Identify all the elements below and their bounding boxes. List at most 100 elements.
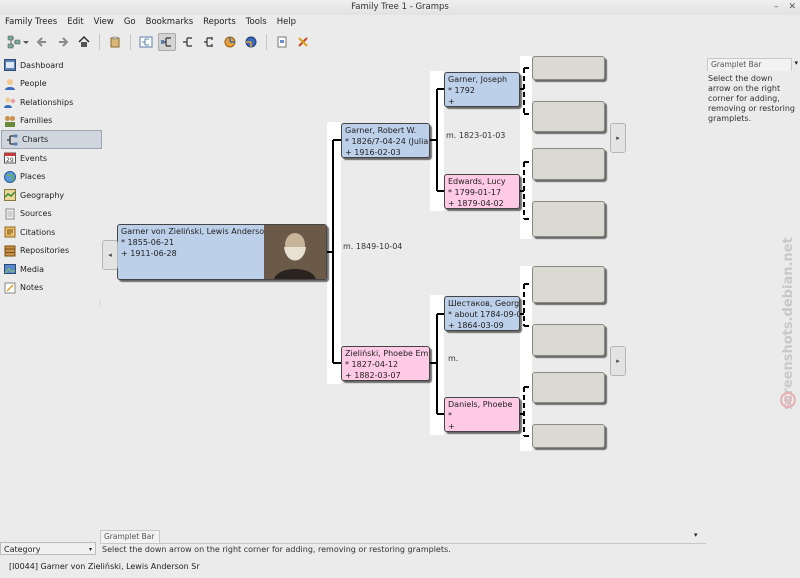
person-death: + 1864-03-09 — [448, 321, 504, 330]
category-dropdown[interactable]: Category ▾ — [0, 542, 96, 555]
menu-go[interactable]: Go — [123, 17, 136, 27]
fan-chart-button[interactable] — [200, 33, 218, 51]
fan-ancestor-button[interactable] — [221, 33, 239, 51]
tree-view-button[interactable] — [158, 33, 176, 51]
person-box-paternal-grandmother[interactable]: Edwards, Lucy * 1799-01-17 + 1879-04-02 — [444, 174, 520, 209]
person-box-maternal-grandmother[interactable]: Daniels, Phoebe * + — [444, 397, 520, 432]
window-title: Family Tree 1 - Gramps — [351, 2, 449, 12]
chevron-down-icon[interactable]: ▾ — [694, 531, 698, 539]
fan-descendant-button[interactable] — [242, 33, 260, 51]
descendant-view-button[interactable] — [179, 33, 197, 51]
gramplet-tab-label: Gramplet Bar — [104, 532, 155, 541]
fan-icon — [224, 36, 236, 48]
person-birth: * about 1784-09-00 — [448, 310, 520, 319]
pedigree-view-button[interactable] — [137, 33, 155, 51]
citations-icon — [4, 226, 16, 238]
forward-button[interactable] — [54, 33, 72, 51]
fan-descendant-icon — [245, 36, 257, 48]
navigate-ancestors-button[interactable]: ▸ — [610, 346, 626, 376]
empty-person-box[interactable] — [532, 424, 605, 448]
person-box-maternal-grandfather[interactable]: Шестаков, George * about 1784-09-00 + 18… — [444, 296, 520, 331]
menu-family-trees[interactable]: Family Trees — [5, 17, 58, 27]
note-icon — [277, 36, 287, 48]
sidebar-item-repositories[interactable]: Repositories — [0, 242, 101, 261]
sidebar-item-dashboard[interactable]: Dashboard — [0, 56, 101, 75]
sidebar-item-label: Dashboard — [20, 60, 64, 70]
title-bar: Family Tree 1 - Gramps – ✕ — [0, 0, 800, 15]
sidebar-item-media[interactable]: Media — [0, 260, 101, 279]
person-box-paternal-grandfather[interactable]: Garner, Joseph * 1792 + — [444, 72, 520, 107]
person-name: Edwards, Lucy — [448, 177, 506, 186]
sidebar-item-label: Events — [20, 153, 48, 163]
minimize-icon[interactable]: – — [773, 2, 779, 12]
empty-person-box[interactable] — [532, 56, 605, 80]
menu-help[interactable]: Help — [276, 17, 297, 27]
sidebar-item-sources[interactable]: Sources — [0, 205, 101, 224]
menu-tools[interactable]: Tools — [245, 17, 267, 27]
person-name: Garner, Joseph — [448, 75, 508, 84]
navigator-sidebar: Dashboard People Relationships Families … — [0, 56, 103, 540]
sidebar-item-places[interactable]: Places — [0, 168, 101, 187]
person-name: Daniels, Phoebe — [448, 400, 513, 409]
person-box-father[interactable]: Garner, Robert W. * 1826/7-04-24 (Julian… — [341, 123, 430, 158]
empty-person-box[interactable] — [532, 201, 605, 237]
svg-text:29: 29 — [6, 157, 14, 164]
empty-person-box[interactable] — [532, 324, 605, 356]
navigate-child-button[interactable]: ◂ — [102, 240, 118, 270]
note-button[interactable] — [273, 33, 291, 51]
empty-person-box[interactable] — [532, 101, 605, 132]
marriage-label: m. 1823-01-03 — [446, 131, 506, 140]
pedigree-icon — [139, 36, 153, 48]
person-death: + 1916-02-03 — [345, 148, 401, 157]
close-icon[interactable]: ✕ — [788, 2, 796, 12]
empty-person-box[interactable] — [532, 266, 605, 303]
gramplet-tab[interactable]: Gramplet Bar — [707, 58, 792, 71]
person-death: + — [448, 97, 455, 106]
tools-button[interactable] — [294, 33, 312, 51]
menu-view[interactable]: View — [93, 17, 114, 27]
sidebar-item-label: Notes — [20, 283, 44, 293]
gramplet-tab[interactable]: Gramplet Bar — [100, 530, 160, 543]
dashboard-icon — [4, 59, 16, 72]
tools-icon — [298, 37, 308, 47]
sidebar-item-charts[interactable]: Charts — [1, 130, 102, 149]
empty-person-box[interactable] — [532, 148, 605, 180]
toolbar — [0, 31, 800, 53]
person-birth: * 1792 — [448, 86, 475, 95]
chart-lines — [327, 56, 532, 451]
sidebar-item-relationships[interactable]: Relationships — [0, 93, 101, 112]
status-text: [I0044] Garner von Zieliński, Lewis Ande… — [9, 562, 200, 571]
menu-edit[interactable]: Edit — [67, 17, 84, 27]
sidebar-item-citations[interactable]: Citations — [0, 223, 101, 242]
family-trees-button[interactable] — [6, 33, 30, 51]
sidebar-item-notes[interactable]: Notes — [0, 279, 101, 298]
pane-resize-handle[interactable]: ⋮ — [97, 300, 103, 307]
sidebar-item-label: Repositories — [20, 246, 70, 256]
sidebar-item-label: Places — [20, 172, 46, 182]
sidebar-item-events[interactable]: 29 Events — [0, 149, 101, 168]
navigate-ancestors-button[interactable]: ▸ — [610, 123, 626, 153]
sidebar-item-people[interactable]: People — [0, 75, 101, 94]
person-birth: * 1826/7-04-24 (Julian) — [345, 137, 430, 146]
menu-bookmarks[interactable]: Bookmarks — [145, 17, 194, 27]
empty-person-box[interactable] — [532, 372, 605, 403]
clipboard-button[interactable] — [106, 33, 124, 51]
menu-reports[interactable]: Reports — [203, 17, 236, 27]
sidebar-item-families[interactable]: Families — [0, 112, 101, 131]
gramplet-help-text: Select the down arrow on the right corne… — [100, 543, 706, 556]
gramplet-tab-label: Gramplet Bar — [711, 60, 762, 69]
places-icon — [4, 170, 16, 183]
geography-icon — [4, 189, 16, 202]
chevron-down-icon[interactable]: ▾ — [794, 59, 798, 67]
bottom-gramplet-bar: Gramplet Bar ▾ Category ▾ Select the dow… — [0, 530, 800, 558]
person-box-root[interactable]: Garner von Zieliński, Lewis Anderson Sr … — [117, 224, 327, 280]
home-button[interactable] — [75, 33, 93, 51]
toolbar-separator — [130, 34, 131, 50]
marriage-label: m. — [448, 354, 459, 363]
sidebar-item-geography[interactable]: Geography — [0, 186, 101, 205]
tree-view-icon — [161, 37, 171, 47]
back-button[interactable] — [33, 33, 51, 51]
status-bar: [I0044] Garner von Zieliński, Lewis Ande… — [0, 560, 800, 578]
events-icon: 29 — [4, 152, 16, 164]
person-box-mother[interactable]: Zieliński, Phoebe Emily * 1827-04-12 + 1… — [341, 346, 430, 381]
